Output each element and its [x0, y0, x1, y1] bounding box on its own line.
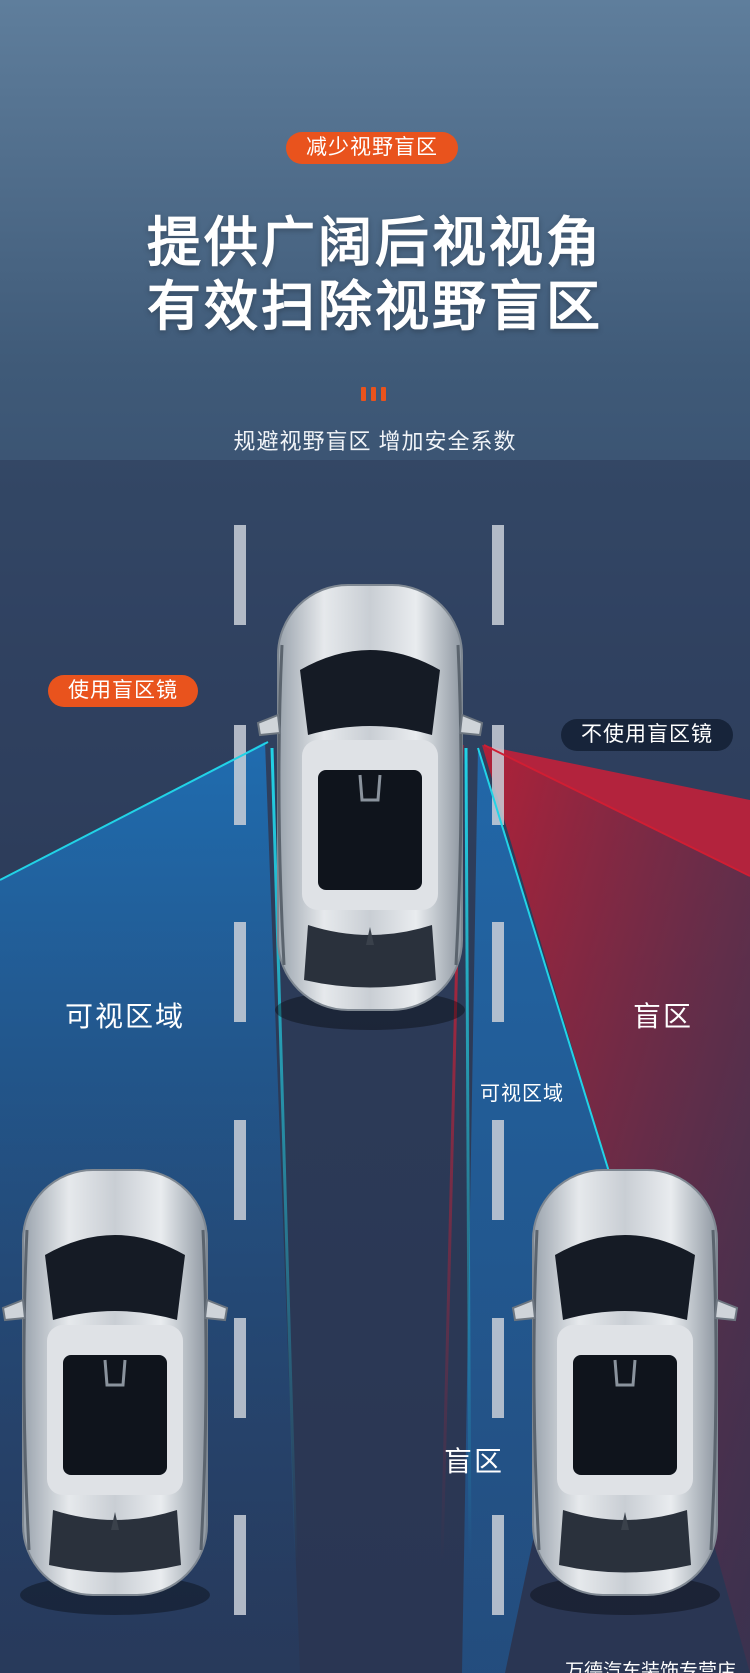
without-mirror-badge: 不使用盲区镜 — [561, 719, 733, 751]
label-blind-right: 盲区 — [633, 1001, 694, 1032]
label-visible-left: 可视区域 — [65, 1001, 186, 1032]
headline-line-2: 有效扫除视野盲区 — [147, 277, 603, 337]
main-car — [256, 583, 484, 1032]
ray-right-inner — [464, 747, 472, 1561]
subtitle: 规避视野盲区 增加安全系数 — [233, 429, 517, 454]
rear-left-car — [1, 1168, 229, 1617]
lane-markings — [234, 525, 504, 1615]
ray-left-inner — [270, 747, 298, 1561]
top-badge: 减少视野盲区 — [286, 132, 458, 164]
ray-blind-outer — [483, 744, 750, 877]
headline-line-1: 提供广阔后视视角 — [147, 213, 603, 273]
rear-right-car — [511, 1168, 739, 1617]
blind-zone-right — [482, 745, 750, 1673]
ray-right-outer — [477, 747, 611, 1176]
shop-name: 万德汽车装饰专营店 — [564, 1661, 736, 1673]
label-blind-center: 盲区 — [444, 1446, 505, 1477]
with-mirror-badge: 使用盲区镜 — [48, 675, 198, 707]
accent-divider — [361, 387, 386, 401]
ray-left-outer — [0, 741, 269, 881]
label-visible-center: 可视区域 — [480, 1083, 564, 1105]
